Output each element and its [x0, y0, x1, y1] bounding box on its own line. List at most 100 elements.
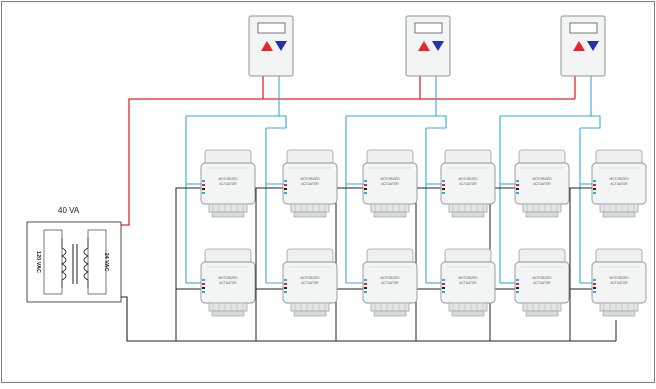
actuator-terminal [202, 192, 205, 194]
actuator-label-line2: ACTUATOR [381, 281, 399, 285]
actuator-terminal [202, 180, 205, 182]
actuator-collar [448, 203, 488, 213]
actuator-label-line1: MOTORIZED [380, 276, 400, 280]
actuator-collar [290, 203, 330, 213]
actuator-terminal [516, 287, 519, 289]
actuator-terminal [593, 291, 596, 293]
actuator-terminal [284, 291, 287, 293]
arrow-down-icon [275, 41, 287, 51]
actuator-terminal [364, 188, 367, 190]
actuator-base [525, 310, 559, 317]
actuator-collar [208, 203, 248, 213]
actuator-collar [208, 302, 248, 312]
transformer-secondary-label: 24 VAC [103, 253, 109, 272]
actuator-terminal [364, 192, 367, 194]
actuator-base [451, 310, 485, 317]
actuator-terminal [202, 188, 205, 190]
actuator-terminal [442, 184, 445, 186]
actuator-terminal [442, 291, 445, 293]
signal-branch-wire [266, 115, 287, 129]
signal-branch-wire [426, 115, 447, 129]
transformer: 40 VA 120 VAC 24 VAC [26, 206, 122, 303]
actuator-terminal [364, 283, 367, 285]
actuator-terminal [593, 192, 596, 194]
actuator-label-line1: MOTORIZED [380, 177, 400, 181]
actuator-terminal [364, 279, 367, 281]
actuator-terminal [516, 180, 519, 182]
actuator-base [373, 211, 407, 218]
transformer-primary-box [43, 229, 63, 295]
transformer-primary-label: 120 VAC [35, 251, 41, 273]
actuator-label-line1: MOTORIZED [458, 177, 478, 181]
actuator-label-line2: ACTUATOR [381, 182, 399, 186]
signal-branch-wire [580, 115, 601, 129]
actuator-collar [448, 302, 488, 312]
actuator-terminal [202, 291, 205, 293]
actuator-label-line1: MOTORIZED [300, 276, 320, 280]
actuator-terminal [202, 287, 205, 289]
actuator-terminal [442, 192, 445, 194]
actuator-base [602, 211, 636, 218]
actuator-terminal [593, 184, 596, 186]
actuator-terminal [284, 180, 287, 182]
actuator-label-line2: ACTUATOR [459, 281, 477, 285]
transformer-secondary-box [87, 229, 107, 295]
actuator-terminal [442, 188, 445, 190]
thermostat-3 [560, 15, 606, 77]
actuator-terminal [593, 283, 596, 285]
arrow-down-icon [432, 41, 444, 51]
actuator-terminal [284, 184, 287, 186]
actuator-terminal [516, 184, 519, 186]
actuator-terminal [593, 287, 596, 289]
actuator-label-line1: MOTORIZED [532, 276, 552, 280]
actuator-base [211, 310, 245, 317]
actuator-terminal [516, 188, 519, 190]
thermostat-display [257, 22, 286, 34]
actuator-terminal [516, 283, 519, 285]
thermostats-layer [248, 15, 606, 77]
common-drop-wire [255, 187, 283, 341]
actuator-base [451, 211, 485, 218]
transformer-rating-label: 40 VA [58, 206, 80, 215]
actuator-terminal [442, 283, 445, 285]
actuator-terminal [442, 279, 445, 281]
arrow-up-icon [573, 41, 585, 51]
actuator-terminal [364, 180, 367, 182]
actuator-label-line2: ACTUATOR [610, 281, 628, 285]
actuator-label-line1: MOTORIZED [218, 276, 238, 280]
arrow-down-icon [587, 41, 599, 51]
actuator-terminal [202, 184, 205, 186]
actuator-collar [522, 302, 562, 312]
actuator-label-line2: ACTUATOR [301, 182, 319, 186]
actuator-terminal [593, 188, 596, 190]
actuator-label-line2: ACTUATOR [301, 281, 319, 285]
actuator-terminal [202, 283, 205, 285]
thermostat-display [569, 22, 598, 34]
actuator-base [373, 310, 407, 317]
actuator-terminal [284, 279, 287, 281]
actuator-base [293, 310, 327, 317]
actuator-label-line1: MOTORIZED [609, 276, 629, 280]
transformer-primary-coil [60, 247, 67, 281]
actuator-label-line2: ACTUATOR [610, 182, 628, 186]
common-drop-wire [175, 187, 201, 341]
actuator-label-line1: MOTORIZED [609, 177, 629, 181]
actuator-collar [370, 302, 410, 312]
actuator-label-line2: ACTUATOR [459, 182, 477, 186]
actuator-label-line1: MOTORIZED [300, 177, 320, 181]
actuator-terminal [284, 283, 287, 285]
thermostat-1 [248, 15, 294, 77]
actuator-terminal [442, 180, 445, 182]
actuator-terminal [593, 279, 596, 281]
arrow-up-icon [261, 41, 273, 51]
actuator-terminal [516, 291, 519, 293]
